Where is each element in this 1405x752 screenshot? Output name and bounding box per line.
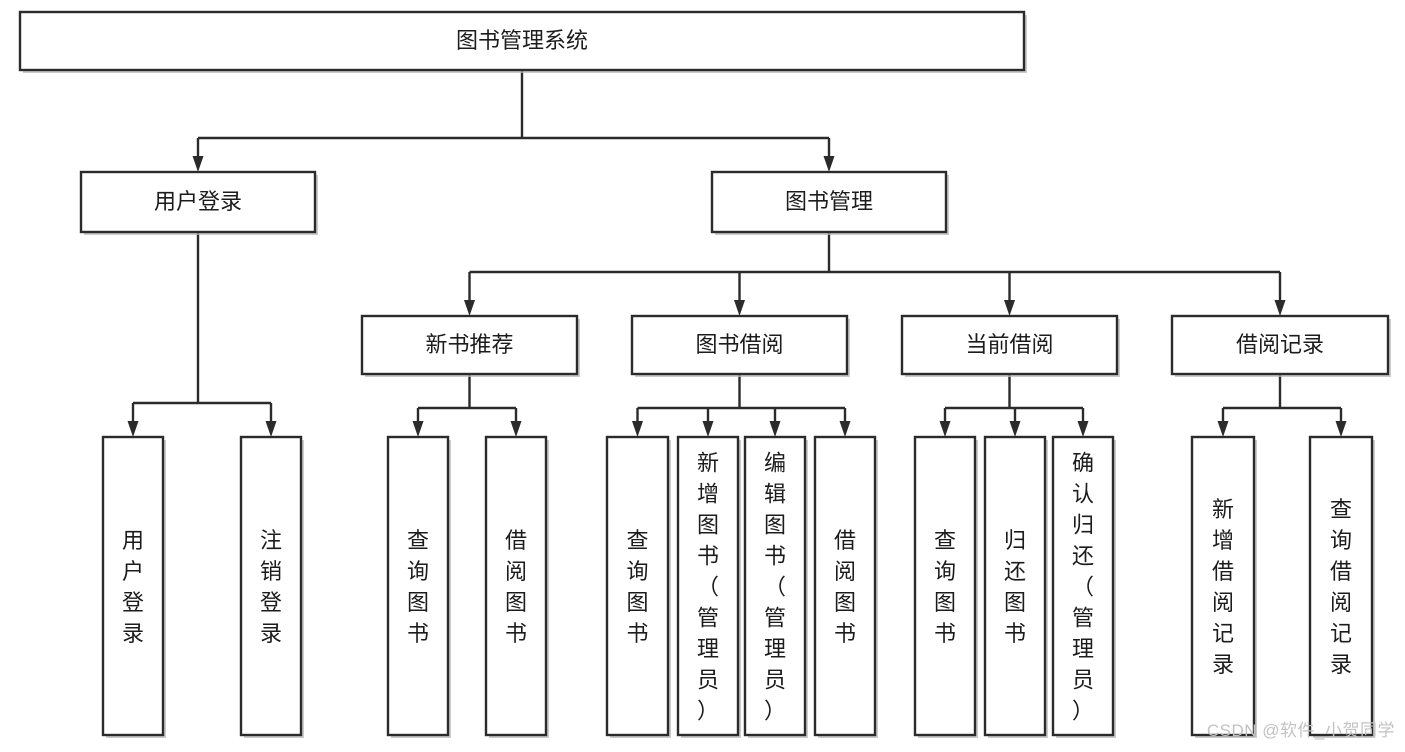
node-box[interactable] bbox=[710, 170, 948, 234]
arrow-head-icon bbox=[823, 156, 835, 172]
node-leaf-query-book-3[interactable]: 查询图书 bbox=[913, 435, 978, 738]
node-leaf-edit-book[interactable]: 编辑图书（管理员） bbox=[743, 435, 808, 738]
arrow-head-icon bbox=[769, 421, 781, 437]
node-current-borrow[interactable]: 当前借阅 bbox=[900, 314, 1120, 377]
node-book-borrow[interactable]: 图书借阅 bbox=[630, 314, 850, 377]
node-box[interactable] bbox=[605, 435, 670, 737]
node-label: 借阅图书 bbox=[834, 528, 856, 646]
node-leaf-borrow-book-2[interactable]: 借阅图书 bbox=[813, 435, 878, 738]
node-label: 用户登录 bbox=[154, 189, 242, 214]
node-leaf-add-record[interactable]: 新增借阅记录 bbox=[1190, 435, 1257, 738]
node-root[interactable]: 图书管理系统 bbox=[18, 10, 1027, 73]
node-box[interactable] bbox=[743, 435, 807, 737]
arrow-head-icon bbox=[839, 421, 851, 437]
node-label: 查询借阅记录 bbox=[1330, 497, 1352, 677]
node-label: 用户登录 bbox=[122, 528, 144, 646]
node-label: 图书管理 bbox=[785, 189, 873, 214]
node-label: 新书推荐 bbox=[425, 332, 513, 357]
node-label: 图书借阅 bbox=[695, 332, 783, 357]
node-box[interactable] bbox=[676, 435, 740, 737]
node-box[interactable] bbox=[101, 435, 165, 737]
arrow-head-icon bbox=[1004, 300, 1015, 316]
node-label: 查询图书 bbox=[934, 528, 956, 646]
watermark: CSDN @软件_小贺同学 bbox=[1206, 721, 1395, 740]
node-leaf-user-login[interactable]: 用户登录 bbox=[101, 435, 166, 738]
node-box[interactable] bbox=[983, 435, 1047, 737]
node-box[interactable] bbox=[1190, 435, 1256, 737]
arrow-head-icon bbox=[464, 300, 475, 316]
arrow-head-icon bbox=[632, 421, 643, 437]
node-leaf-confirm-return[interactable]: 确认归还（管理员） bbox=[1051, 435, 1116, 738]
arrow-head-icon bbox=[127, 421, 139, 437]
node-new-book-rec[interactable]: 新书推荐 bbox=[360, 314, 580, 377]
arrow-head-icon bbox=[412, 421, 424, 437]
arrow-head-icon bbox=[702, 421, 714, 437]
node-leaf-logout[interactable]: 注销登录 bbox=[239, 435, 304, 738]
node-box[interactable] bbox=[18, 10, 1026, 72]
arrow-head-icon bbox=[1217, 421, 1229, 437]
node-box[interactable] bbox=[239, 435, 303, 737]
node-box[interactable] bbox=[1308, 435, 1374, 737]
arrow-head-icon bbox=[1274, 300, 1286, 316]
node-leaf-return-book[interactable]: 归还图书 bbox=[983, 435, 1048, 738]
arrow-head-icon bbox=[1077, 421, 1089, 437]
node-book-manage[interactable]: 图书管理 bbox=[710, 170, 949, 235]
arrow-head-icon bbox=[1009, 421, 1021, 437]
node-box[interactable] bbox=[1051, 435, 1115, 737]
node-box[interactable] bbox=[484, 435, 548, 737]
node-box[interactable] bbox=[79, 170, 317, 234]
node-borrow-record[interactable]: 借阅记录 bbox=[1170, 314, 1391, 377]
node-label: 查询图书 bbox=[407, 528, 429, 646]
node-box[interactable] bbox=[813, 435, 877, 737]
arrow-head-icon bbox=[734, 300, 745, 316]
node-label: 当前借阅 bbox=[965, 332, 1053, 357]
node-label: 编辑图书（管理员） bbox=[764, 451, 786, 724]
node-label: 借阅图书 bbox=[505, 528, 527, 646]
node-label: 归还图书 bbox=[1004, 528, 1026, 646]
node-box[interactable] bbox=[360, 314, 579, 376]
arrow-head-icon bbox=[1335, 421, 1347, 437]
arrow-head-icon bbox=[192, 156, 204, 172]
node-user-login[interactable]: 用户登录 bbox=[79, 170, 318, 235]
node-label: 查询图书 bbox=[626, 528, 648, 646]
node-leaf-borrow-book-1[interactable]: 借阅图书 bbox=[484, 435, 549, 738]
arrow-head-icon bbox=[265, 421, 277, 437]
node-label: 借阅记录 bbox=[1236, 332, 1324, 357]
node-leaf-query-book-2[interactable]: 查询图书 bbox=[605, 435, 671, 738]
node-label: 注销登录 bbox=[260, 528, 282, 646]
node-leaf-query-record[interactable]: 查询借阅记录 bbox=[1308, 435, 1375, 738]
node-box[interactable] bbox=[630, 314, 849, 376]
node-label: 图书管理系统 bbox=[456, 28, 588, 53]
node-leaf-query-book-1[interactable]: 查询图书 bbox=[386, 435, 451, 738]
node-leaf-add-book[interactable]: 新增图书（管理员） bbox=[676, 435, 741, 738]
node-label: 确认归还（管理员） bbox=[1072, 451, 1094, 724]
arrow-head-icon bbox=[510, 421, 522, 437]
node-box[interactable] bbox=[900, 314, 1119, 376]
node-label: 新增图书（管理员） bbox=[697, 451, 719, 724]
node-label: 新增借阅记录 bbox=[1212, 497, 1234, 677]
node-box[interactable] bbox=[913, 435, 977, 737]
arrow-head-icon bbox=[939, 421, 951, 437]
node-box[interactable] bbox=[386, 435, 450, 737]
node-box[interactable] bbox=[1170, 314, 1390, 376]
